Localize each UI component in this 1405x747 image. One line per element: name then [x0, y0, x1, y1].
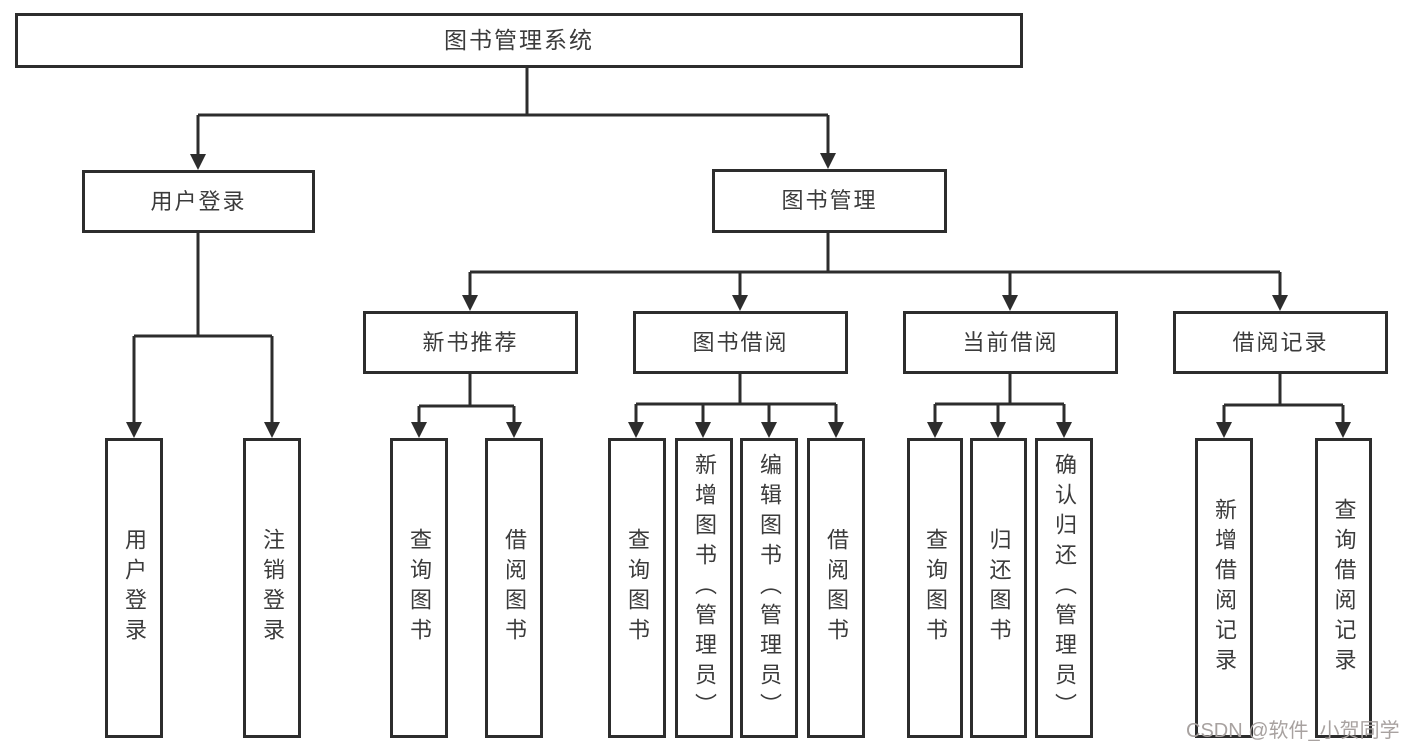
arrow-icon	[820, 153, 836, 169]
node-current-borrow-label: 当前借阅	[962, 329, 1059, 355]
leaf-label: 新增借阅记录	[1212, 498, 1237, 678]
connector-borrow-records	[1222, 374, 1345, 427]
leaf-logout: 注销登录	[243, 438, 301, 738]
node-new-book-recommend: 新书推荐	[363, 311, 578, 374]
arrow-icon	[761, 422, 777, 438]
node-book-management: 图书管理	[712, 169, 947, 233]
connector-current-borrow	[933, 374, 1066, 427]
arrow-icon	[411, 422, 427, 438]
leaf-label: 注销登录	[260, 528, 285, 648]
arrow-icon	[1056, 422, 1072, 438]
arrow-icon	[190, 154, 206, 170]
arrow-icon	[732, 295, 748, 311]
arrow-icon	[1216, 422, 1232, 438]
leaf-user-login: 用户登录	[105, 438, 163, 738]
leaf-add-books-admin: 新增图书（管理员）	[675, 438, 733, 738]
node-book-borrow: 图书借阅	[633, 311, 848, 374]
leaf-label: 借阅图书	[502, 528, 527, 648]
arrow-icon	[462, 295, 478, 311]
node-root-label: 图书管理系统	[444, 27, 594, 53]
arrow-icon	[1335, 422, 1351, 438]
arrow-icon	[506, 422, 522, 438]
leaf-label: 编辑图书（管理员）	[757, 453, 782, 723]
node-user-login: 用户登录	[82, 170, 315, 233]
arrow-icon	[695, 422, 711, 438]
leaf-return-books: 归还图书	[970, 438, 1027, 738]
leaf-query-books-recommend: 查询图书	[390, 438, 448, 738]
arrow-icon	[1002, 295, 1018, 311]
arrow-icon	[1272, 295, 1288, 311]
leaf-borrow-books-recommend: 借阅图书	[485, 438, 543, 738]
node-borrow-records: 借阅记录	[1173, 311, 1388, 374]
leaf-label: 新增图书（管理员）	[692, 453, 717, 723]
leaf-query-books-current: 查询图书	[907, 438, 963, 738]
leaf-query-books-borrow: 查询图书	[608, 438, 666, 738]
leaf-label: 查询图书	[625, 528, 650, 648]
arrow-icon	[990, 422, 1006, 438]
leaf-label: 查询图书	[407, 528, 432, 648]
node-current-borrow: 当前借阅	[903, 311, 1118, 374]
node-user-login-label: 用户登录	[150, 188, 247, 214]
leaf-add-borrow-record: 新增借阅记录	[1195, 438, 1253, 738]
leaf-borrow-books: 借阅图书	[807, 438, 865, 738]
leaf-label: 借阅图书	[824, 528, 849, 648]
arrow-icon	[264, 422, 280, 438]
connector-root-stem	[196, 68, 830, 158]
node-new-book-recommend-label: 新书推荐	[422, 329, 519, 355]
node-book-borrow-label: 图书借阅	[692, 329, 789, 355]
node-borrow-records-label: 借阅记录	[1232, 329, 1329, 355]
arrow-icon	[828, 422, 844, 438]
arrow-icon	[628, 422, 644, 438]
node-book-management-label: 图书管理	[781, 188, 878, 213]
csdn-watermark: CSDN @软件_小贺同学	[1186, 720, 1400, 742]
leaf-label: 确认归还（管理员）	[1052, 453, 1077, 723]
leaf-edit-books-admin: 编辑图书（管理员）	[740, 438, 798, 738]
connector-new-book-recommend	[417, 374, 516, 427]
connector-user-login	[132, 233, 274, 426]
leaf-label: 查询借阅记录	[1331, 498, 1357, 678]
leaf-label: 归还图书	[986, 528, 1012, 648]
arrow-icon	[927, 422, 943, 438]
leaf-query-borrow-record: 查询借阅记录	[1315, 438, 1372, 738]
leaf-confirm-return-admin: 确认归还（管理员）	[1035, 438, 1093, 738]
leaf-label: 用户登录	[122, 528, 147, 648]
node-root: 图书管理系统	[15, 13, 1023, 68]
leaf-label: 查询图书	[923, 528, 948, 648]
connector-book-borrow	[634, 374, 838, 427]
connector-book-management	[468, 233, 1282, 300]
arrow-icon	[126, 422, 142, 438]
arrowheads	[126, 153, 1351, 438]
